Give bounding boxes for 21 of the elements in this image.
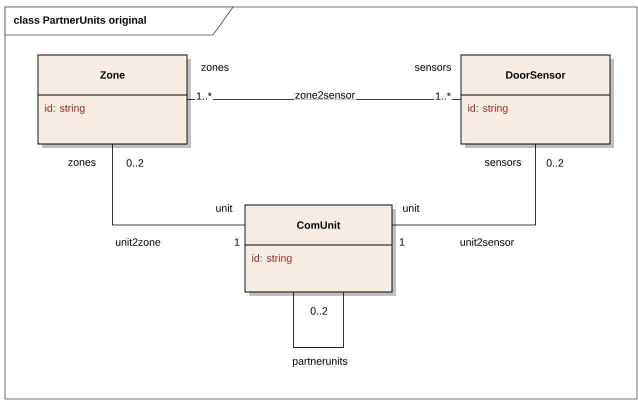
role-label: unit — [403, 204, 420, 212]
edge-label: unit2sensor — [460, 238, 514, 246]
association-line — [392, 144, 536, 226]
role-label: 1 — [234, 238, 240, 246]
edge-label: unit2zone — [116, 238, 160, 246]
title-tab: class PartnerUnits original — [4, 6, 234, 36]
role-label: sensors — [414, 65, 451, 71]
role-label: zones — [201, 65, 229, 71]
role-label: 0..2 — [126, 159, 144, 167]
association-line — [112, 144, 245, 226]
role-label: zones — [68, 160, 96, 166]
role-label: 1..* — [436, 92, 451, 100]
edge-label: partnerunits — [292, 357, 348, 367]
role-label: 1..* — [196, 92, 212, 100]
role-label: sensors — [484, 160, 521, 166]
role-label: unit — [216, 204, 232, 212]
role-label: 0..2 — [310, 307, 328, 315]
association-line — [187, 99, 461, 100]
edge-label: zone2sensor — [295, 91, 355, 99]
role-label: 0..2 — [546, 159, 564, 167]
association-line — [293, 292, 344, 348]
